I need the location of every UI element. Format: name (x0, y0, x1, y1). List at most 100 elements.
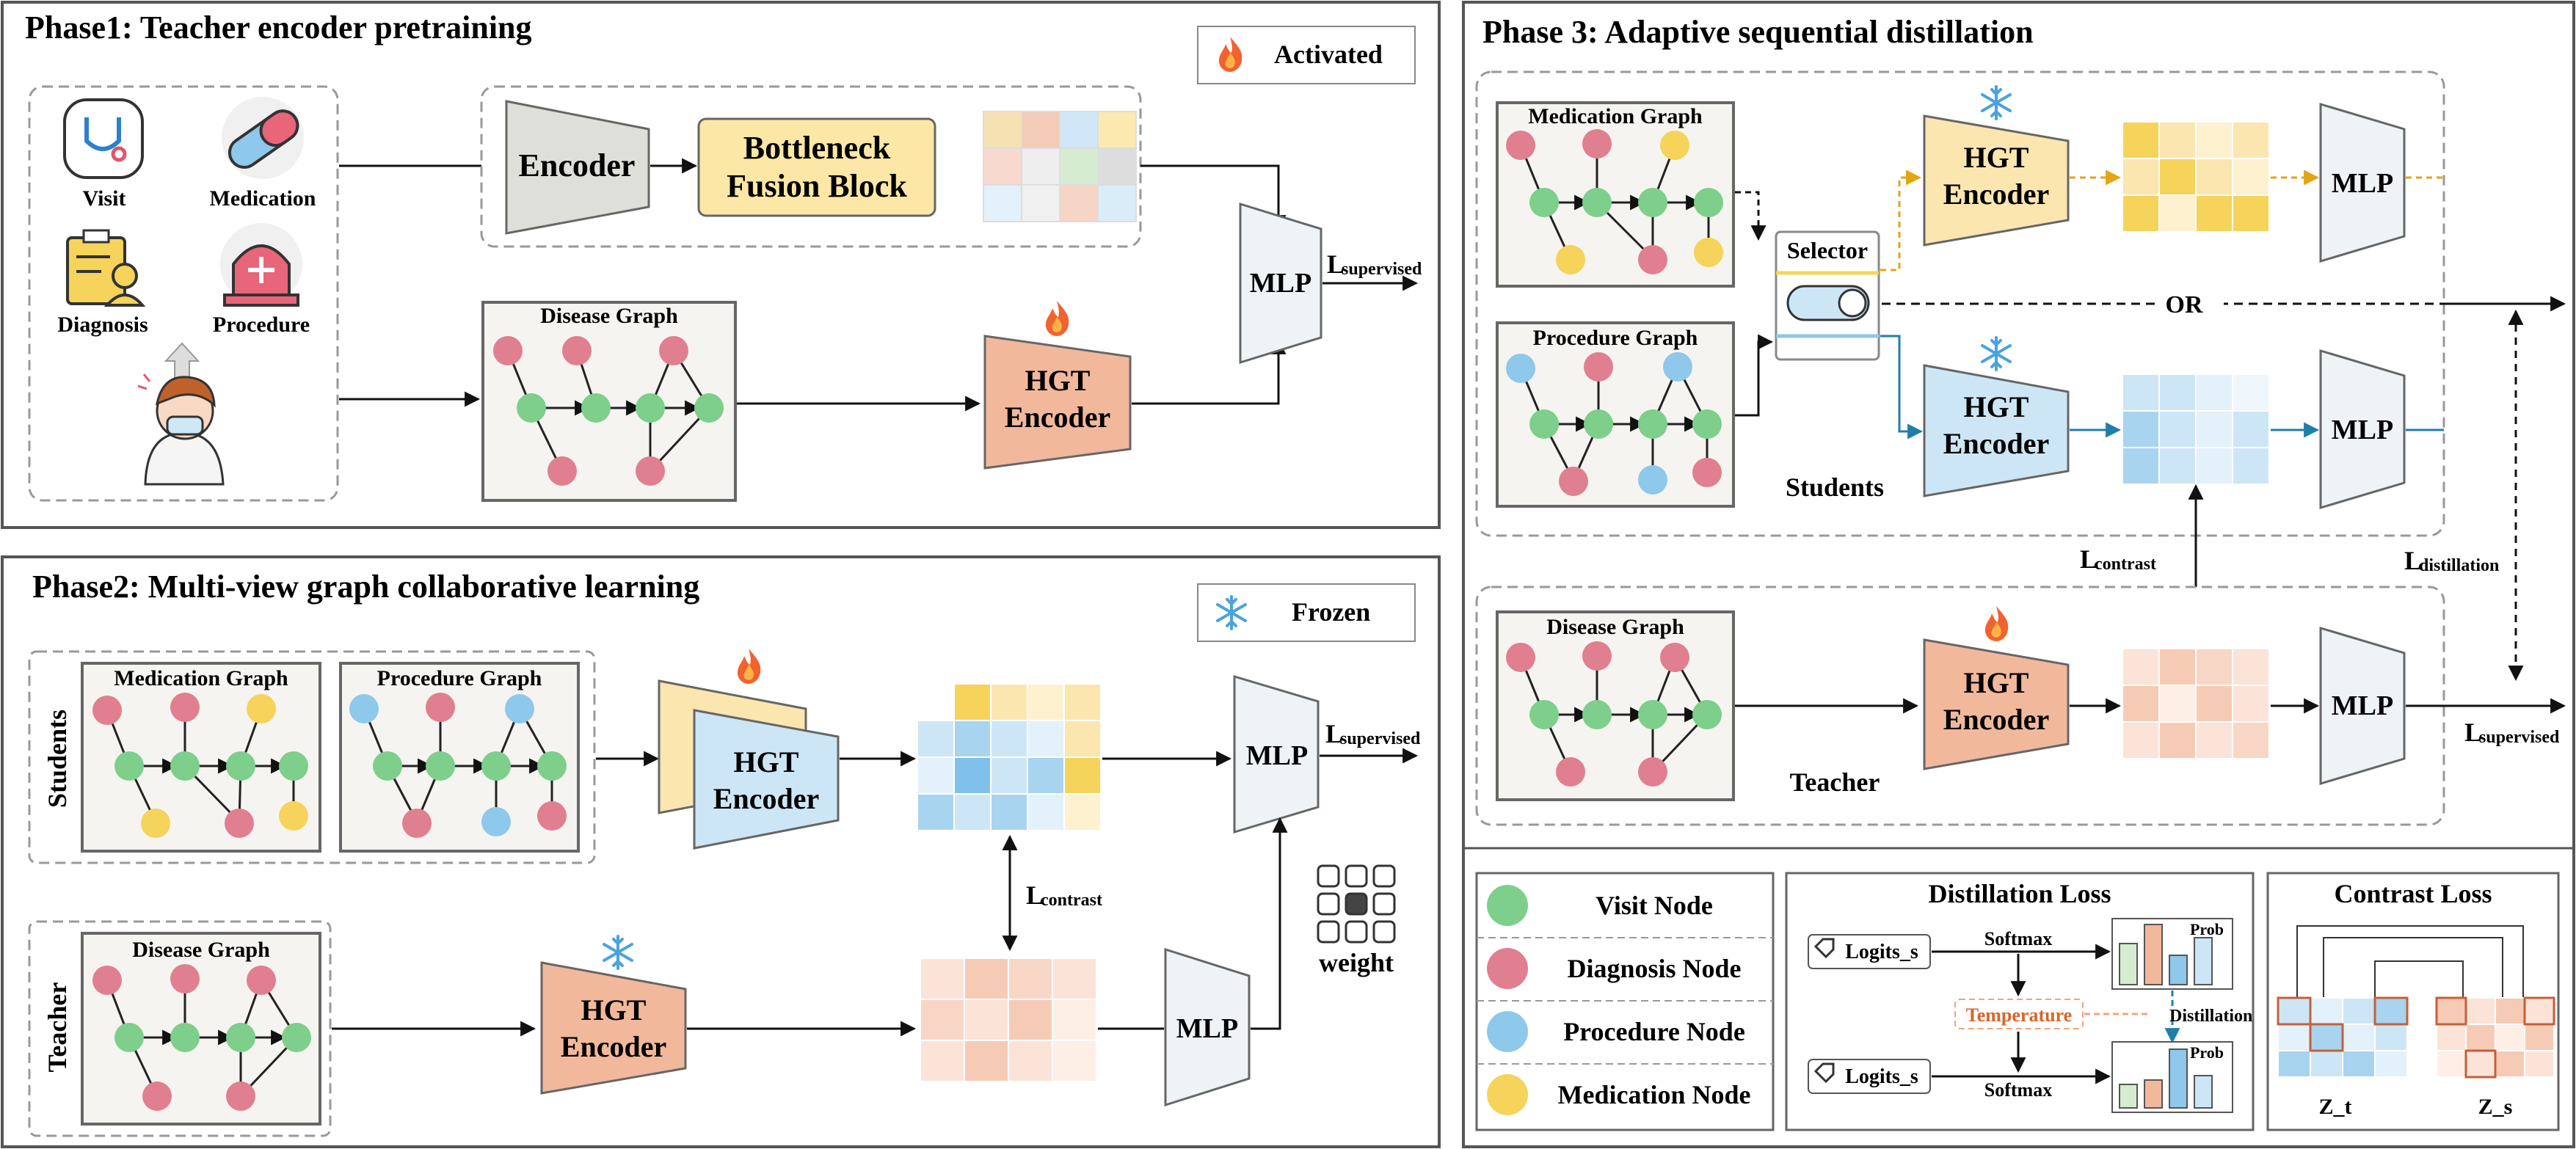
legend-medication-node: Medication Node (1558, 1080, 1751, 1109)
phase2-students-label: Students (43, 710, 72, 808)
phase2-teacher-hgt-encoder (540, 961, 687, 1095)
svg-text:supervised: supervised (1342, 260, 1422, 279)
stethoscope-icon (63, 98, 144, 179)
prob-histogram-1: Prob (2111, 918, 2233, 990)
phase2-mlp-bottom (1164, 947, 1251, 1107)
svg-text:Distillation Loss: Distillation Loss (1928, 879, 2111, 908)
svg-text:Encoder: Encoder (1943, 178, 2049, 211)
procedure-input-label: Procedure (213, 313, 310, 337)
selector-toggle[interactable]: Selector (1775, 230, 1880, 361)
node-legend: Visit Node Diagnosis Node Procedure Node… (1475, 872, 1775, 1131)
phase2-supervised-loss-label: L supervised (1325, 719, 1421, 748)
bottleneck-line1: Bottleneck (743, 130, 891, 166)
visit-input-label: Visit (83, 186, 126, 211)
phase2-teacher-label: Teacher (43, 982, 72, 1073)
phase2-procedure-graph: Procedure Graph (339, 662, 580, 853)
svg-text:supervised: supervised (1340, 729, 1421, 748)
phase2-student-hgt-encoder (693, 709, 840, 850)
svg-text:Disease Graph: Disease Graph (540, 304, 678, 328)
phase3-students-label: Students (1786, 473, 1884, 502)
svg-text:MLP: MLP (2332, 168, 2393, 199)
svg-text:Procedure Graph: Procedure Graph (377, 666, 542, 690)
frozen-label: Frozen (1292, 597, 1370, 627)
svg-text:MLP: MLP (2332, 415, 2393, 445)
svg-text:HGT: HGT (1964, 141, 2029, 174)
legend-diagnosis-node: Diagnosis Node (1567, 954, 1741, 983)
svg-text:Prob: Prob (2190, 1043, 2224, 1062)
bottleneck-fusion-block (697, 117, 936, 217)
phase3-teacher-feature-grid (2122, 648, 2270, 759)
svg-text:Encoder: Encoder (1943, 703, 2049, 736)
phase1-loss-label: L supervised (1327, 249, 1422, 279)
fused-feature-grid (983, 111, 1137, 222)
distillation-loss-panel: Distillation Loss Logits_s Softmax Tempe… (1785, 872, 2255, 1131)
encoder-block (505, 100, 650, 235)
svg-text:HGT: HGT (1964, 666, 2029, 699)
phase2-panel: Phase2: Multi-view graph collaborative l… (1, 555, 1441, 1148)
diagnosis-input-label: Diagnosis (57, 313, 148, 337)
phase3-title: Phase 3: Adaptive sequential distillatio… (1482, 14, 2034, 50)
svg-text:L: L (1325, 719, 1343, 748)
svg-text:distillation: distillation (2419, 556, 2499, 575)
svg-text:HGT: HGT (581, 993, 647, 1026)
phase3-teacher-hgt-encoder (1923, 638, 2070, 770)
svg-text:contrast: contrast (1041, 891, 1102, 910)
legend-visit-node: Visit Node (1596, 891, 1713, 920)
mlp-block (1239, 202, 1322, 365)
phase2-title: Phase2: Multi-view graph collaborative l… (32, 569, 699, 605)
phase2-mlp-top (1233, 674, 1320, 834)
svg-text:Disease Graph: Disease Graph (132, 938, 270, 962)
svg-text:Contrast Loss: Contrast Loss (2334, 879, 2492, 908)
svg-text:Encoder: Encoder (1943, 427, 2049, 460)
phase3-procedure-feature-grid (2122, 373, 2270, 485)
phase1-disease-graph: Disease Graph (481, 301, 737, 502)
phase3-medication-feature-grid (2122, 121, 2270, 233)
svg-text:MLP: MLP (1250, 268, 1311, 299)
svg-text:Logits_s: Logits_s (1845, 1065, 1918, 1088)
svg-text:L: L (1327, 249, 1345, 279)
prob-histogram-2: Prob (2111, 1041, 2233, 1113)
svg-text:MLP: MLP (1176, 1013, 1238, 1044)
svg-text:Encoder: Encoder (561, 1030, 666, 1063)
phase3-medication-graph: Medication Graph (1496, 101, 1735, 288)
svg-text:Distillation: Distillation (2169, 1007, 2252, 1026)
phase3-supervised-loss-label: L supervised (2464, 718, 2560, 747)
siren-icon (220, 223, 302, 307)
svg-text:HGT: HGT (1964, 390, 2029, 423)
phase3-mlp-medication (2319, 102, 2406, 263)
svg-text:contrast: contrast (2095, 555, 2156, 574)
svg-text:Temperature: Temperature (1966, 1004, 2072, 1026)
tag-icon (1808, 934, 1931, 969)
phase3-contrast-loss-label: L contrast (2080, 544, 2156, 574)
contrast-loss-panel: Contrast Loss (2266, 872, 2560, 1131)
phase3-procedure-graph: Procedure Graph (1496, 321, 1735, 508)
phase3-distillation-loss-label: L distillation (2404, 546, 2499, 575)
svg-text:HGT: HGT (1025, 364, 1091, 397)
svg-text:MLP: MLP (1246, 740, 1308, 771)
patient-icon (137, 373, 225, 486)
svg-text:Medication Graph: Medication Graph (114, 666, 288, 690)
weight-label: weight (1319, 948, 1394, 977)
svg-text:Z_t: Z_t (2319, 1095, 2352, 1119)
svg-text:Selector: Selector (1787, 237, 1868, 263)
svg-text:L: L (1026, 880, 1044, 910)
weight-grid-icon (1317, 864, 1396, 944)
phase3-disease-graph: Disease Graph (1496, 610, 1735, 801)
phase3-mlp-procedure (2319, 349, 2406, 510)
tag-icon (1808, 1059, 1931, 1094)
svg-text:HGT: HGT (734, 745, 799, 778)
phase2-contrast-loss-label: L contrast (1026, 880, 1102, 910)
svg-text:Disease Graph: Disease Graph (1546, 615, 1684, 639)
phase2-teacher-feature-grid (920, 958, 1097, 1082)
svg-text:Z_s: Z_s (2478, 1095, 2513, 1119)
phase1-panel: Phase1: Teacher encoder pretraining Acti… (1, 1, 1441, 529)
phase3-procedure-hgt-encoder (1923, 364, 2070, 497)
phase3-panel: Phase 3: Adaptive sequential distillatio… (1462, 1, 2575, 1148)
or-label: OR (2166, 291, 2203, 318)
bottleneck-line2: Fusion Block (727, 168, 907, 204)
phase3-medication-hgt-encoder (1923, 114, 2070, 247)
svg-text:Encoder: Encoder (1005, 401, 1110, 434)
svg-text:L: L (2464, 718, 2482, 747)
svg-text:Encoder: Encoder (713, 782, 819, 815)
hgt-encoder-block (983, 335, 1132, 470)
